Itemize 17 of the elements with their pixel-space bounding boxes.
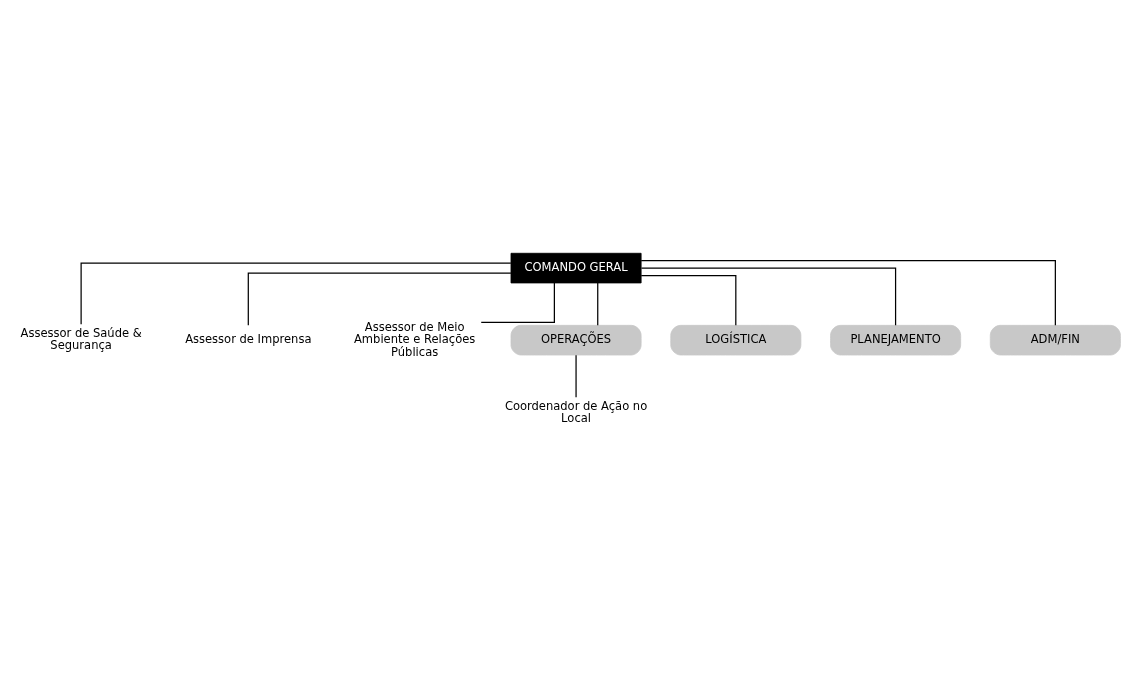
connector [480,281,555,323]
node-box: OPERAÇÕES [510,324,642,355]
connector [247,271,512,326]
node-text: Assessor de Imprensa [185,331,312,346]
connector [640,259,1056,326]
node-box: COMANDO GERAL [510,252,642,283]
connector [575,354,577,398]
node-box: LOGÍSTICA [670,324,802,355]
node-text: Assessor de Saúde & Segurança [20,325,142,352]
connector [640,267,897,326]
connector [640,274,737,326]
node-text: Assessor de Meio Ambiente e Relações Públicas [354,319,476,359]
node-box: PLANEJAMENTO [830,324,962,355]
connector [80,262,512,325]
connector [597,281,599,326]
node-box: ADM/FIN [989,324,1121,355]
node-text: Coordenador de Ação no Local [504,398,648,425]
